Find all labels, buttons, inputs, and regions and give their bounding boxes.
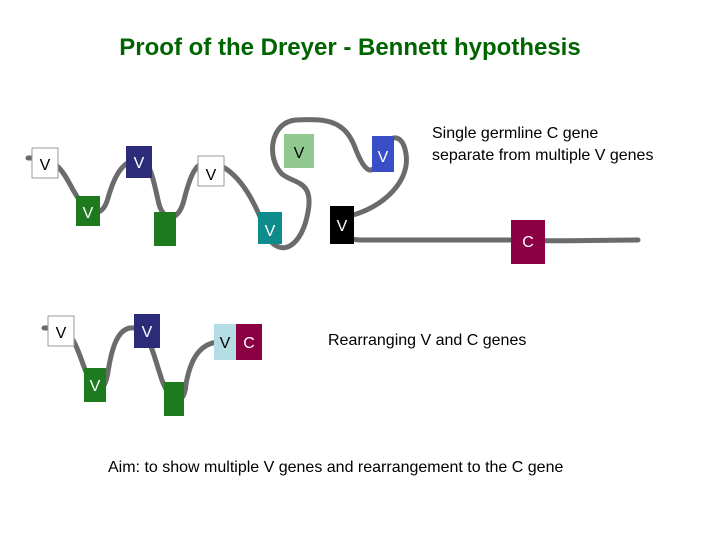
germline-v-label-3: V bbox=[134, 155, 145, 172]
rearranged-v-gene-1 bbox=[47, 315, 75, 347]
rearranged-caption: Rearranging V and C genes bbox=[328, 332, 526, 349]
germline-c-gene bbox=[511, 220, 545, 264]
aim-text: Aim: to show multiple V genes and rearra… bbox=[108, 459, 563, 476]
rearranged-v-gene-2 bbox=[84, 368, 106, 402]
rearranged-c-label: C bbox=[243, 335, 255, 352]
rearranged-v-label-3: V bbox=[142, 324, 153, 341]
germline-caption-line1: Single germline C gene bbox=[432, 125, 598, 142]
germline-v-gene-4 bbox=[154, 212, 176, 246]
germline-c-label: C bbox=[522, 234, 534, 251]
germline-v-label-2: V bbox=[83, 205, 94, 222]
rearranged-v-gene-3 bbox=[134, 314, 160, 348]
germline-v-gene-8 bbox=[330, 206, 354, 244]
rearranged-v-label-5: V bbox=[220, 335, 231, 352]
germline-v-gene-5 bbox=[197, 155, 225, 187]
rearranged-c-gene bbox=[236, 324, 262, 360]
slide-title: Proof of the Dreyer - Bennett hypothesis bbox=[119, 34, 581, 61]
rearranged-v-gene-5 bbox=[214, 324, 236, 360]
germline-v-gene-9 bbox=[372, 136, 394, 172]
germline-v-label-7: V bbox=[294, 145, 305, 162]
germline-v-label-9: V bbox=[378, 149, 389, 166]
germline-v-gene-3 bbox=[126, 146, 152, 178]
germline-v-gene-2 bbox=[76, 196, 100, 226]
germline-v-label-8: V bbox=[337, 218, 348, 235]
rearranged-v-label-2: V bbox=[90, 378, 101, 395]
germline-v-label-5: V bbox=[206, 167, 217, 184]
germline-caption-line2: separate from multiple V genes bbox=[432, 147, 653, 164]
rearranged-v-label-1: V bbox=[56, 325, 67, 342]
germline-v-gene-7 bbox=[284, 134, 314, 168]
germline-v-gene-6 bbox=[258, 212, 282, 244]
germline-v-label-1: V bbox=[40, 157, 51, 174]
germline-v-label-6: V bbox=[265, 223, 276, 240]
rearranged-v-gene-4 bbox=[164, 382, 184, 416]
germline-v-gene-1 bbox=[31, 147, 59, 179]
